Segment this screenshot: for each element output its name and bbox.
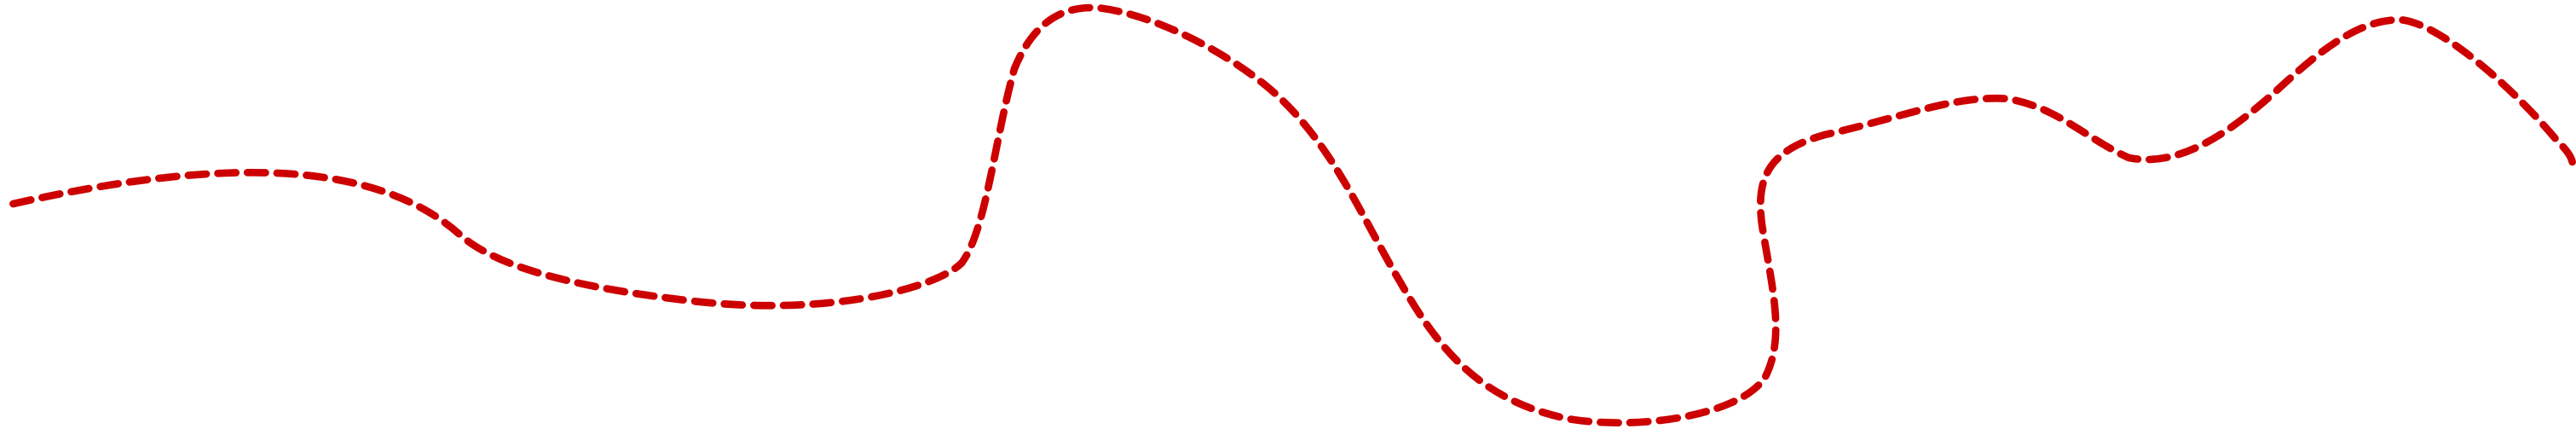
dashed-route-line	[9, 3, 2576, 426]
